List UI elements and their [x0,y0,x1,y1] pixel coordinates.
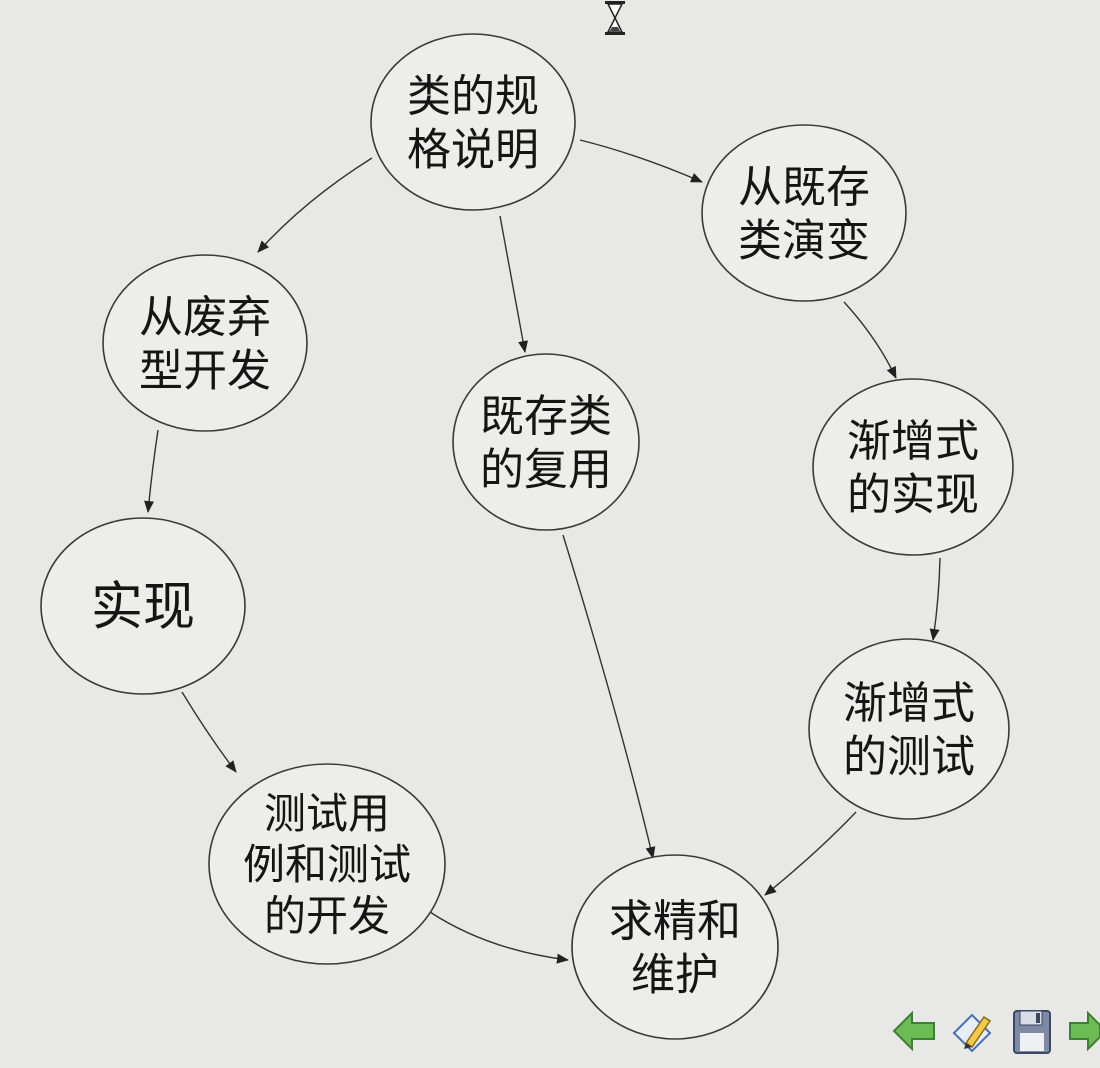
node-label-line: 渐增式 [847,416,979,467]
node-circle [808,638,1010,820]
node-label-line: 类演变 [738,216,870,267]
node-impl: 实现 [40,517,246,695]
node-label-line: 从既存 [738,162,870,213]
node-circle [701,124,907,302]
edge-spec-evolve [579,139,703,183]
edge-spec-throwaway [257,157,373,253]
node-circle [812,378,1014,556]
pen-button[interactable] [948,1003,996,1059]
node-circle [571,854,779,1040]
node-circle [208,763,446,965]
node-label-line: 维护 [631,950,719,1001]
node-label-line: 型开发 [139,346,271,397]
slide-nav-toolbar [890,1003,1100,1063]
edge-testcase-refine [429,911,569,964]
node-label-line: 格说明 [407,125,539,176]
node-label-line: 的实现 [847,470,979,521]
edge-inctest-refine [764,811,857,896]
node-label-line: 的开发 [264,891,390,940]
node-circle [452,353,640,531]
node-label-line: 类的规 [407,71,539,122]
forward-arrow-icon [1069,1010,1100,1052]
node-label-line: 例和测试 [243,840,411,889]
node-label-line: 测试用 [264,789,390,838]
hourglass-icon [602,0,628,36]
pen-icon [952,1013,992,1053]
node-circle [370,33,576,211]
node-label-line: 从废弃 [139,292,271,343]
node-label-line: 实现 [91,578,195,638]
back-arrow-icon [892,1010,935,1052]
forward-arrow-button[interactable] [1068,1003,1100,1059]
edge-reuse-refine [562,534,656,859]
node-label-line: 求精和 [609,896,741,947]
node-circle [102,254,308,432]
edge-impl-testcase [181,691,237,773]
node-label-line: 的复用 [480,445,612,496]
node-label-line: 的测试 [843,732,975,783]
node-label-line: 既存类 [480,391,612,442]
node-label-line: 渐增式 [843,678,975,729]
save-disk-button[interactable] [1008,1003,1056,1059]
edge-throwaway-impl [144,429,159,513]
edge-evolve-incimpl [843,301,897,379]
node-circle [40,517,246,695]
edge-incimpl-inctest [929,557,941,641]
save-disk-icon [1013,1010,1051,1054]
edge-spec-reuse [499,215,528,353]
back-arrow-button[interactable] [890,1003,938,1059]
